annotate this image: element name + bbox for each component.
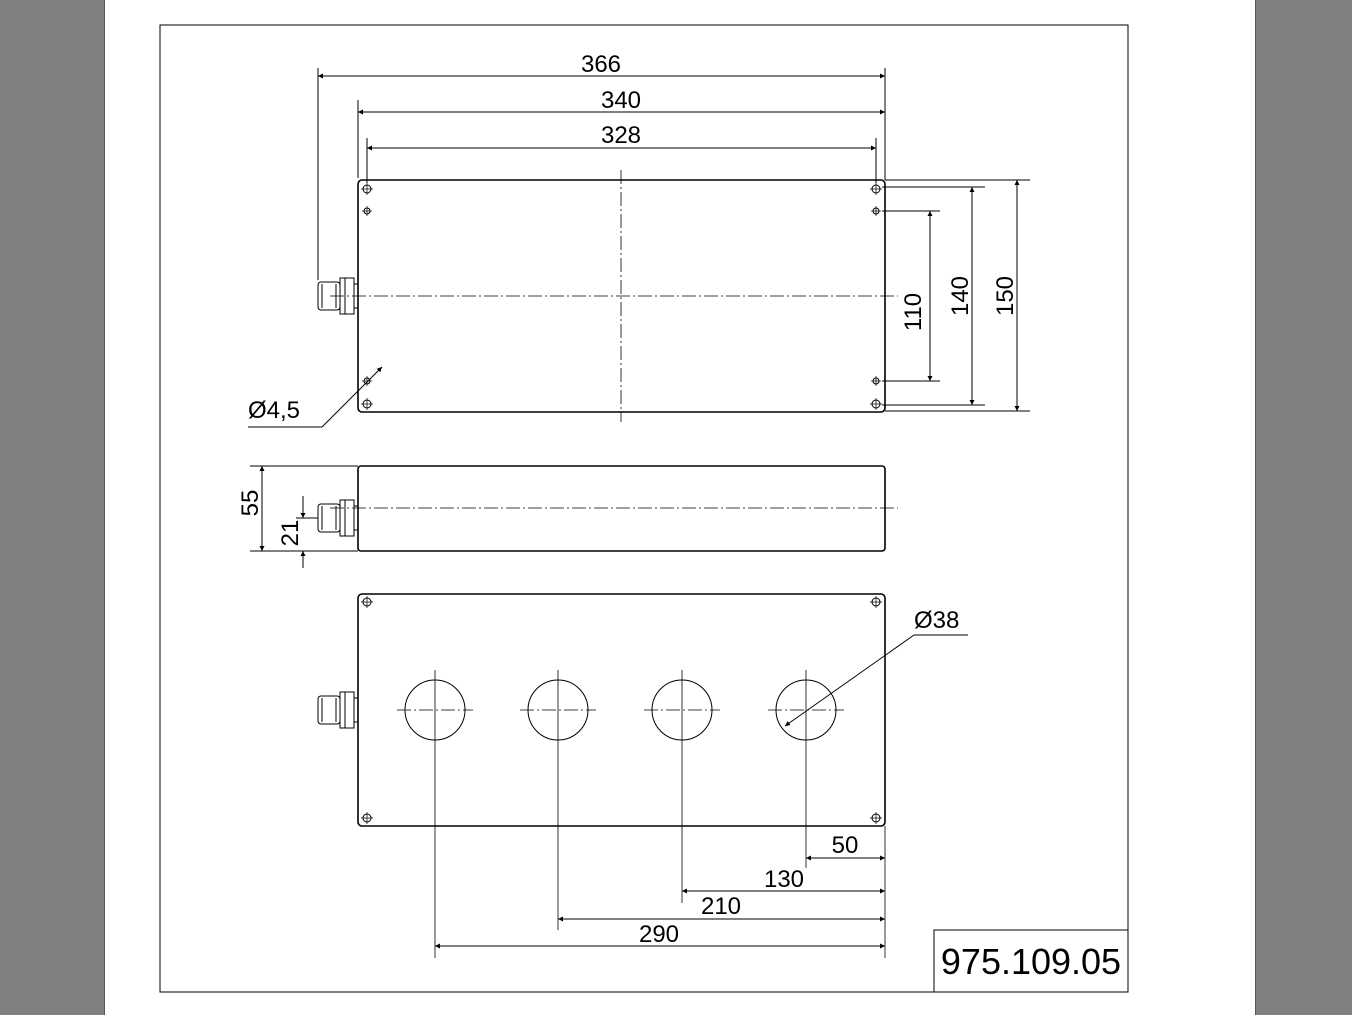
dim-55: 55 [237,490,264,517]
dim-hole-diameter: Ø4,5 [248,397,300,424]
dim-130: 130 [764,866,804,893]
dim-21: 21 [277,520,304,547]
side-view: 55 21 [237,465,898,568]
side-view-body [357,465,886,552]
dim-button-diameter: Ø38 [914,607,959,634]
front-view-cable-gland [317,691,358,729]
side-view-cable-gland [317,499,358,537]
title-block [933,929,1129,993]
pushbutton-holes [397,670,886,958]
front-view-corner-holes [361,596,882,824]
dim-50: 50 [832,832,859,859]
dim-150: 150 [992,276,1019,316]
top-view-cable-gland [317,277,358,315]
dim-366: 366 [581,51,621,78]
front-view: Ø38 50 130 210 290 [317,593,968,958]
drawing-page [104,0,1256,1015]
top-view-holes [361,183,882,410]
drawing-number: 975.109.05 [941,941,1121,982]
top-view: 366 340 328 110 140 150 Ø4,5 [248,51,1030,428]
dim-328: 328 [601,122,641,149]
drawing-frame [159,24,1129,993]
front-view-body [357,593,886,827]
dim-210: 210 [701,893,741,920]
dim-340: 340 [601,87,641,114]
dim-140: 140 [947,276,974,316]
dim-290: 290 [639,921,679,948]
dim-110: 110 [900,293,927,331]
